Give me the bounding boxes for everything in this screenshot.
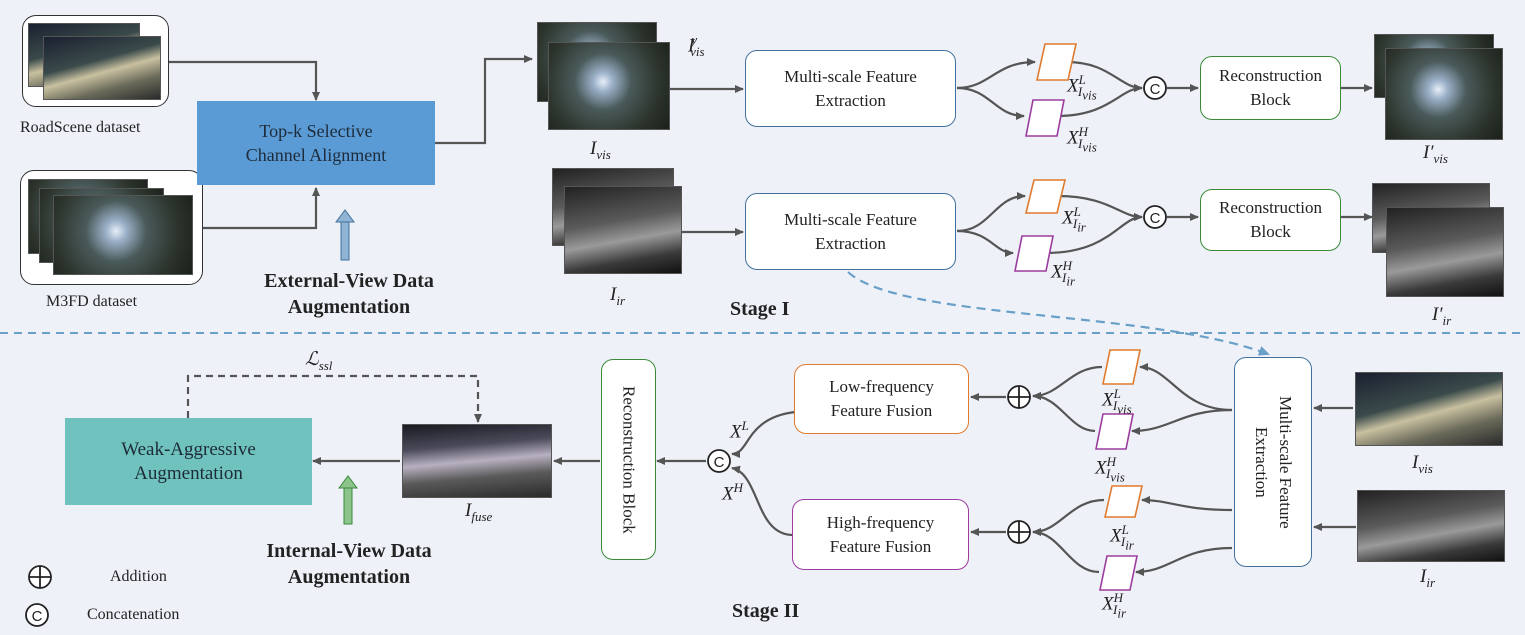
weak-aggressive-box: Weak-Aggressive Augmentation	[65, 418, 312, 505]
arrow-high-concat	[731, 465, 794, 537]
stage2-label: Stage II	[732, 600, 800, 622]
branch-vis-low	[956, 58, 1036, 90]
shared-weights-curve	[847, 271, 1270, 356]
mfe-box-ir-s1: Multi-scale Feature Extraction	[745, 193, 956, 270]
roadscene-label: RoadScene dataset	[20, 119, 141, 136]
branch-ir-high	[956, 229, 1014, 257]
merge-ir-high	[1045, 213, 1143, 255]
add-op-high	[1007, 520, 1031, 544]
ivis-label: Ivis	[590, 138, 611, 162]
ifuse-label: Ifuse	[465, 500, 493, 524]
feature-xh-ir-s2	[1099, 555, 1138, 591]
svg-text:C: C	[1150, 210, 1161, 227]
concat-op-ir-s1: C	[1143, 205, 1167, 229]
iir-prime-image	[1386, 207, 1504, 297]
arrow-topk-ivis	[435, 55, 533, 145]
ssl-loss-label: ℒssl	[305, 349, 333, 373]
feature-xl-ir-s1	[1024, 179, 1067, 214]
recon-box-vis-s1: Reconstruction Block	[1200, 56, 1341, 120]
legend-concatenation-label: Concatenation	[87, 606, 180, 623]
ivis-prime-image	[1385, 48, 1503, 140]
branch2-ir-low	[1141, 496, 1233, 512]
ivis-prime-label: I′vis	[1423, 142, 1448, 166]
arrow-m3fd-topk	[202, 187, 320, 230]
xh-label-s2: XH	[722, 480, 743, 505]
xl-ivis-label-s1: XLIvis	[1067, 72, 1097, 103]
concat-op-s2: C	[707, 449, 731, 473]
recon-box-s2: Reconstruction Block	[601, 359, 656, 560]
external-aug-label: External-View Data Augmentation	[264, 270, 434, 318]
xl-iir-label-s2: XLIir	[1110, 522, 1134, 553]
iir-prime-label: I′ir	[1432, 304, 1452, 328]
xl-iir-label-s1: XLIir	[1062, 204, 1086, 235]
roadscene-image-front	[43, 36, 161, 100]
feature-xl-vis-s2	[1102, 349, 1141, 385]
mfe-box-vis-s1: Multi-scale Feature Extraction	[745, 50, 956, 127]
merge2-vis-high	[1032, 392, 1096, 433]
xh-ivis-label-s2: XHIvis	[1095, 454, 1125, 485]
ivis-s2-image	[1355, 372, 1503, 446]
merge-vis-high	[1056, 84, 1143, 118]
xh-iir-label-s1: XHIir	[1051, 258, 1076, 289]
arrow-low-concat	[731, 410, 796, 458]
iir-image	[564, 186, 682, 274]
ivis-image	[548, 42, 670, 130]
merge2-ir-low	[1032, 498, 1105, 536]
merge2-vis-low	[1032, 365, 1103, 400]
high-freq-fusion-box: High-frequency Feature Fusion	[792, 499, 969, 570]
xh-iir-label-s2: XHIir	[1102, 590, 1127, 621]
svg-text:C: C	[32, 608, 43, 625]
internal-aug-arrow	[338, 475, 358, 525]
svg-text:C: C	[1150, 81, 1161, 98]
ivis-s2-label: Ivis	[1412, 452, 1433, 476]
legend-concat-icon: C	[25, 603, 49, 627]
mfe-box-s2: Multi-scale Feature Extraction	[1234, 357, 1312, 567]
feature-xh-vis-s2	[1095, 413, 1134, 450]
branch2-vis-low	[1139, 363, 1233, 412]
concat-op-vis-s1: C	[1143, 76, 1167, 100]
branch-ir-low	[956, 192, 1026, 233]
branch2-ir-high	[1135, 546, 1233, 576]
m3fd-dataset-frame	[20, 170, 203, 285]
svg-text:C: C	[714, 454, 725, 471]
m3fd-image-3	[53, 195, 193, 275]
ivis-y-label: Iyvis	[688, 32, 705, 60]
m3fd-label: M3FD dataset	[46, 293, 138, 310]
low-freq-fusion-box: Low-frequency Feature Fusion	[794, 364, 969, 434]
internal-aug-label: Internal-View Data Augmentation	[266, 540, 432, 588]
xh-ivis-label-s1: XHIvis	[1067, 124, 1097, 155]
feature-xh-vis-s1	[1025, 99, 1065, 137]
recon-box-ir-s1: Reconstruction Block	[1200, 189, 1341, 251]
arrow-roadscene-topk	[168, 60, 320, 101]
legend-add-icon	[28, 565, 52, 589]
roadscene-dataset-frame	[22, 15, 169, 107]
topk-alignment-box: Top-k Selective Channel Alignment	[197, 101, 435, 185]
add-op-low	[1007, 385, 1031, 409]
feature-xl-ir-s2	[1103, 485, 1144, 518]
merge2-ir-high	[1032, 528, 1100, 574]
feature-xh-ir-s1	[1014, 235, 1054, 272]
xl-label-s2: XL	[730, 418, 749, 443]
legend-addition-label: Addition	[110, 568, 167, 585]
xl-ivis-label-s2: XLIvis	[1102, 386, 1132, 417]
stage1-label: Stage I	[730, 298, 790, 320]
iir-s2-image	[1357, 490, 1505, 562]
feature-xl-vis-s1	[1036, 43, 1077, 81]
branch-vis-high	[956, 86, 1025, 120]
branch2-vis-high	[1131, 408, 1233, 435]
ssl-loss-loop	[186, 374, 482, 423]
ifuse-image	[402, 424, 552, 498]
external-aug-arrow	[335, 209, 355, 261]
iir-s2-label: Iir	[1420, 566, 1435, 590]
iir-label: Iir	[610, 284, 625, 308]
